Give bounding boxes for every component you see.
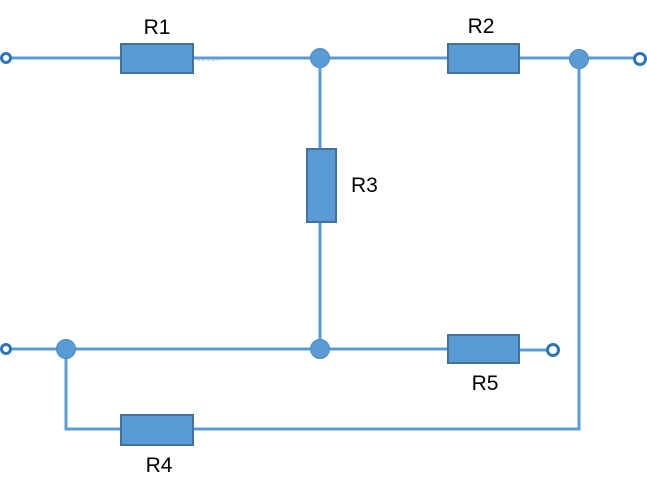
resistor-r1-label: R1 — [144, 16, 171, 39]
terminal-bottom-left — [0, 343, 12, 355]
junction-dot-bottom-center — [310, 339, 330, 359]
resistor-r2-label: R2 — [468, 15, 495, 38]
wires — [10, 56, 634, 431]
terminal-top-right — [633, 52, 647, 66]
resistor-r4-label: R4 — [146, 454, 173, 477]
resistor-r3-label: R3 — [351, 174, 378, 197]
resistor-r4-body — [120, 414, 194, 446]
resistor-r5-label: R5 — [472, 372, 499, 395]
terminal-top-left — [0, 52, 12, 64]
resistor-r2-body — [447, 43, 520, 74]
junction-dot-bottom-left — [56, 339, 76, 359]
junction-dot-top-right — [569, 49, 589, 69]
resistor-r1-body — [120, 43, 194, 74]
resistor-r3-body — [306, 148, 337, 223]
junction-dot-top-center — [310, 48, 330, 68]
resistor-r5-body — [447, 334, 520, 364]
terminal-r5-right — [546, 343, 560, 357]
